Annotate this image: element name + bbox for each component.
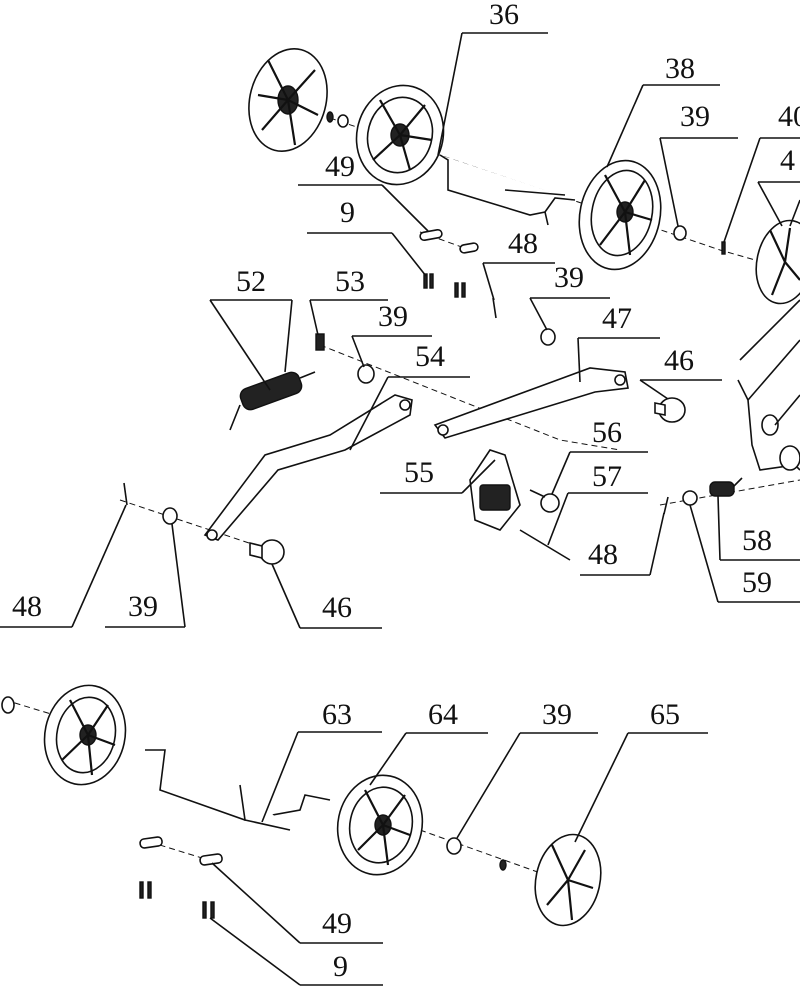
part-labels: 36 38 39 40 4 49 9 48 39 52 53 39 47 54 … — [12, 0, 800, 983]
washer-59 — [682, 490, 698, 506]
label-46-left: 46 — [322, 591, 352, 624]
pin-48-right — [663, 496, 669, 515]
label-52: 52 — [236, 265, 266, 298]
label-58: 58 — [742, 524, 772, 557]
label-36: 36 — [489, 0, 519, 31]
label-53: 53 — [335, 265, 365, 298]
wheel-bottom-left — [43, 684, 127, 786]
label-49-bottom: 49 — [322, 907, 352, 940]
label-65: 65 — [650, 698, 680, 731]
pin-48-left — [123, 482, 128, 506]
label-55: 55 — [404, 456, 434, 489]
label-54: 54 — [415, 340, 445, 373]
hub-cap-right — [755, 219, 800, 305]
washer-39-left — [162, 507, 178, 525]
label-57: 57 — [592, 460, 622, 493]
label-46-right: 46 — [664, 344, 694, 377]
rod-57 — [519, 529, 571, 561]
label-39-top-right: 39 — [680, 100, 710, 133]
label-59: 59 — [742, 566, 772, 599]
label-56: 56 — [592, 416, 622, 449]
pin-48-top — [492, 297, 497, 319]
knob-46-left — [249, 539, 285, 565]
wheel-top-left — [355, 84, 445, 186]
label-47: 47 — [602, 302, 632, 335]
label-40: 40 — [778, 100, 800, 133]
spring-58 — [709, 477, 743, 497]
bolt-56 — [529, 489, 560, 513]
washer-small-top — [326, 111, 349, 128]
washer-39-left-arm — [357, 364, 375, 384]
label-41: 4 — [780, 144, 795, 177]
arm-47 — [433, 367, 629, 439]
label-39-left-arm: 39 — [378, 300, 408, 333]
leader-lines — [0, 32, 800, 986]
axle-right-partial — [737, 379, 800, 471]
bolts-9-top — [423, 273, 466, 298]
axle-36 — [439, 154, 576, 226]
label-48-top: 48 — [508, 227, 538, 260]
label-64: 64 — [428, 698, 458, 731]
label-49-top: 49 — [325, 150, 355, 183]
bolts-9-bottom — [139, 881, 215, 919]
label-48-mid-right: 48 — [588, 538, 618, 571]
wheel-64 — [336, 774, 424, 876]
label-63: 63 — [322, 698, 352, 731]
pin-49-top — [419, 228, 479, 254]
spring-52 — [229, 371, 316, 431]
knob-46-right — [654, 397, 686, 423]
label-9-bottom: 9 — [333, 950, 348, 983]
washer-39-middle — [540, 328, 556, 346]
bolt-53 — [315, 333, 325, 351]
washer-39-top-right — [673, 225, 687, 241]
label-39-bottom: 39 — [542, 698, 572, 731]
axle-63 — [145, 749, 331, 831]
label-38: 38 — [665, 52, 695, 85]
pin-40 — [721, 241, 726, 255]
bracket-55 — [469, 449, 521, 531]
washer-39-bottom — [446, 837, 462, 855]
hub-cap-top-left — [248, 48, 328, 152]
washer-bottom-left — [1, 696, 15, 714]
label-9-top: 9 — [340, 196, 355, 229]
label-48-left: 48 — [12, 590, 42, 623]
pin-bottom-right — [499, 859, 507, 871]
hub-cap-65 — [534, 833, 602, 927]
label-39-middle: 39 — [554, 261, 584, 294]
wheel-38 — [578, 159, 662, 271]
label-39-left: 39 — [128, 590, 158, 623]
pins-49-bottom — [139, 836, 223, 866]
